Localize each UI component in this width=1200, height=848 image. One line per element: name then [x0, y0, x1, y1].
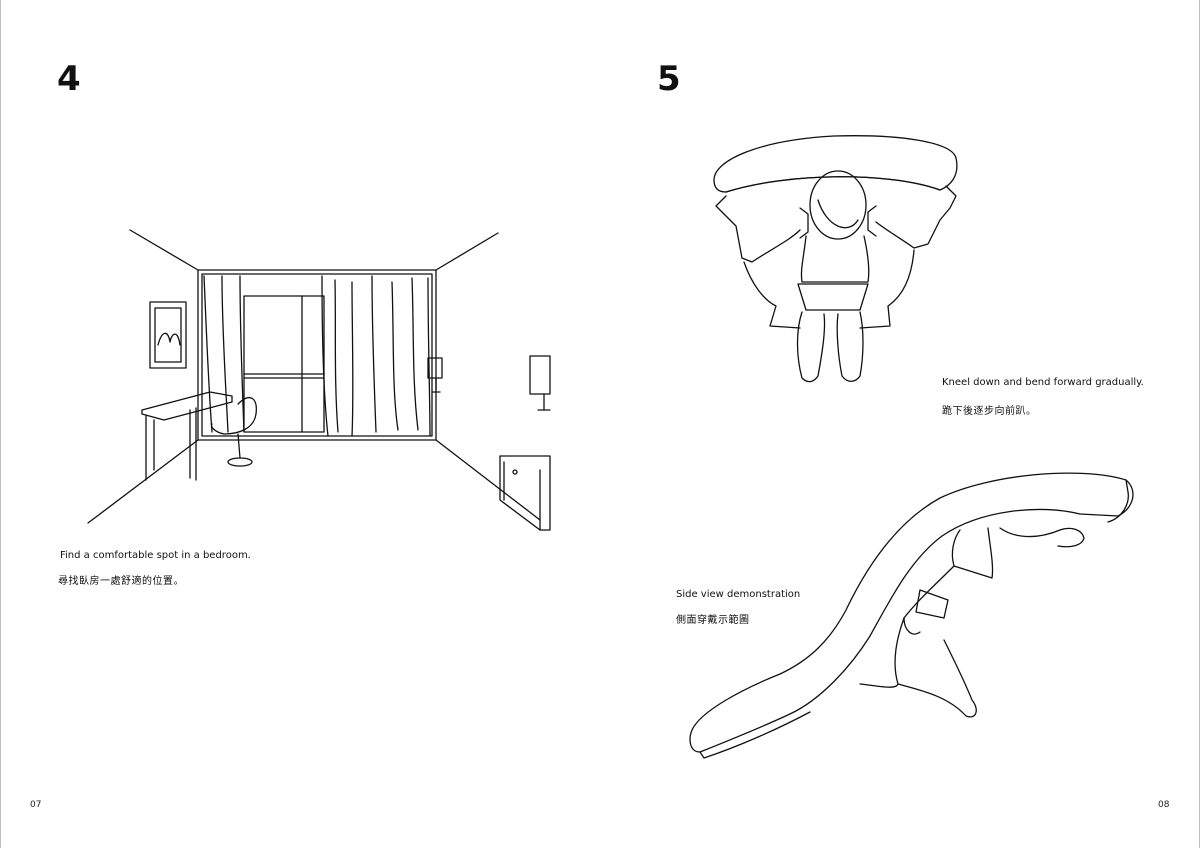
kneeling-top-view-illustration	[689, 135, 1134, 759]
step-4-caption-zh: 尋找臥房一處舒適的位置。	[58, 576, 184, 587]
page-number-right: 08	[1158, 800, 1170, 810]
bedroom-illustration	[87, 229, 551, 531]
step-5-caption-en: Kneel down and bend forward gradually.	[942, 377, 1144, 388]
step-number-5: 5	[657, 59, 681, 99]
step-5-caption-zh: 跪下後逐步向前趴。	[942, 406, 1037, 417]
step-number-4: 4	[57, 59, 81, 99]
side-view-caption-en: Side view demonstration	[676, 589, 801, 600]
step-4-caption-en: Find a comfortable spot in a bedroom.	[60, 550, 251, 561]
side-view-caption-zh: 側面穿戴示範圖	[676, 615, 750, 626]
page-number-left: 07	[30, 800, 42, 810]
page-edge-left	[0, 0, 1, 848]
